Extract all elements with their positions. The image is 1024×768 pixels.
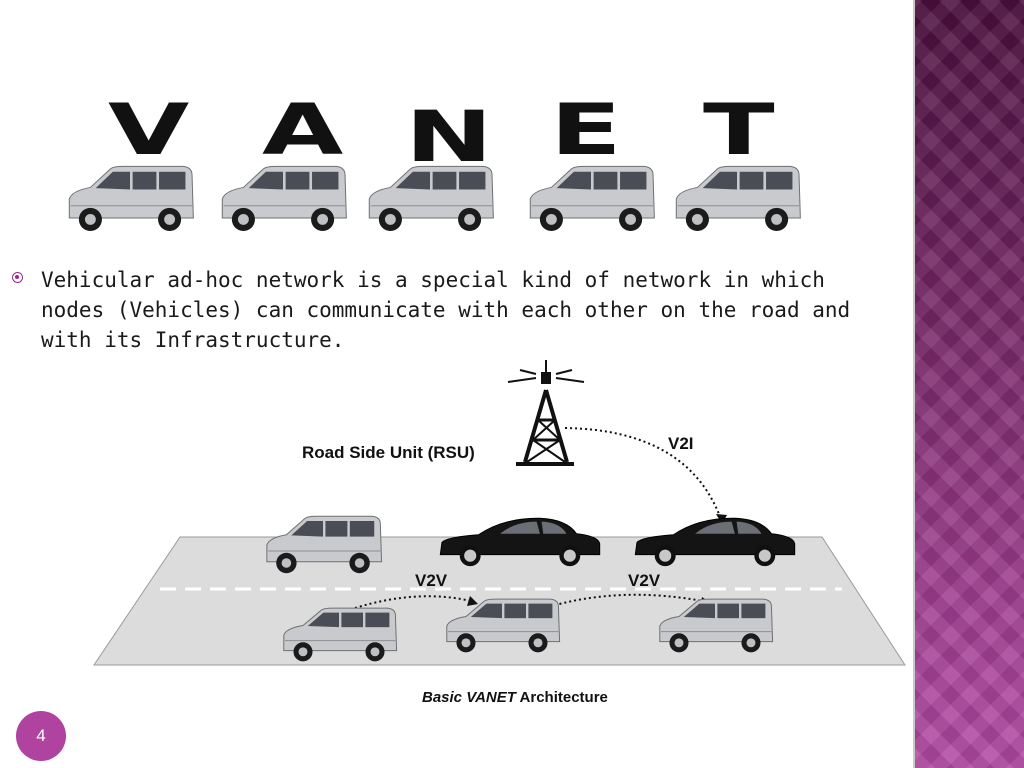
bullet-text: Vehicular ad-hoc network is a special ki… <box>41 268 851 352</box>
rsu-label: Road Side Unit (RSU) <box>302 443 475 462</box>
v2i-label: V2I <box>668 434 694 453</box>
van-icon <box>675 165 801 231</box>
van-icon <box>221 165 347 231</box>
title-letter-t: T <box>703 89 775 171</box>
van-icon <box>529 165 655 231</box>
van-icon <box>68 165 194 231</box>
van-icon <box>283 607 398 662</box>
v2i-link <box>564 427 723 523</box>
page-number-badge: 4 <box>16 711 66 761</box>
caption-italic: Basic VANET <box>422 689 516 706</box>
car-icon <box>634 517 796 567</box>
caption-regular: Architecture <box>515 689 608 706</box>
van-icon <box>368 165 494 231</box>
van-icon <box>659 598 774 653</box>
v2v-label-right: V2V <box>628 571 661 590</box>
v2v-label-left: V2V <box>415 571 448 590</box>
figure-caption: Basic VANET Architecture <box>422 689 608 706</box>
bullet-icon <box>12 272 23 283</box>
title-letter-v: V <box>108 89 190 171</box>
rsu-tower-icon <box>507 360 585 466</box>
title-letter-n: N <box>405 96 493 178</box>
diagram-vehicles <box>266 515 796 662</box>
title-letter-a: A <box>262 89 344 171</box>
van-icon <box>266 515 383 574</box>
car-icon <box>439 517 601 567</box>
van-icon <box>446 598 561 653</box>
title-letter-e: E <box>550 89 622 171</box>
decorative-side-panel <box>913 0 1024 768</box>
